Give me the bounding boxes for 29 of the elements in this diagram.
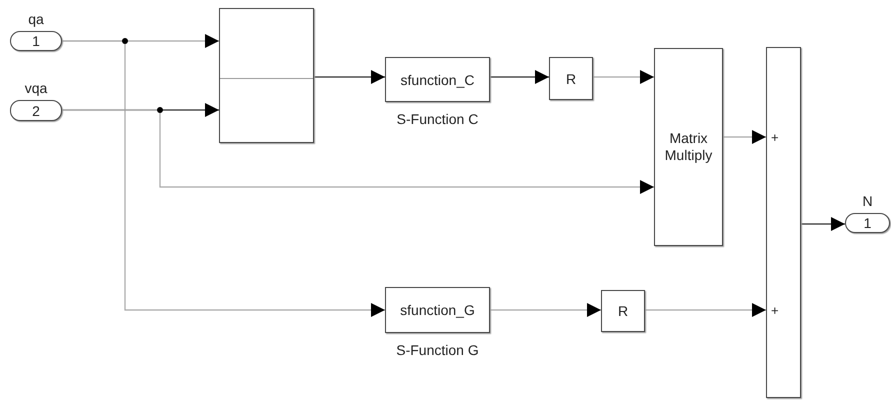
block-label: R bbox=[616, 303, 630, 319]
mux-block bbox=[219, 8, 314, 143]
port-name: N bbox=[862, 193, 873, 209]
port-name: vqa bbox=[24, 80, 48, 96]
block-caption: S-Function C bbox=[396, 111, 478, 127]
block-label: R bbox=[564, 70, 578, 86]
port-name: qa bbox=[28, 11, 44, 27]
matrix-multiply-block bbox=[654, 48, 723, 246]
block-label: 1 bbox=[862, 215, 872, 231]
signal-line bbox=[801, 217, 845, 231]
signal-line bbox=[723, 130, 766, 144]
block-label: sfunction_C bbox=[400, 72, 476, 88]
gain-block bbox=[549, 57, 593, 100]
signal-line bbox=[593, 70, 654, 84]
block-label: 1 bbox=[31, 33, 41, 49]
signal-line bbox=[645, 303, 766, 317]
port-sign: + bbox=[771, 303, 779, 318]
signal-line bbox=[314, 70, 385, 84]
signal-line bbox=[490, 70, 549, 84]
signal-line bbox=[62, 109, 654, 194]
block-label: sfunction_G bbox=[399, 302, 476, 318]
block-caption: S-Function G bbox=[396, 342, 479, 358]
sum-block bbox=[766, 47, 801, 398]
block-label: 2 bbox=[31, 102, 41, 118]
signal-line bbox=[490, 303, 601, 317]
block-label: Matrix Multiply bbox=[664, 130, 714, 164]
gain-block bbox=[601, 290, 645, 332]
port-sign: + bbox=[771, 130, 779, 145]
signal-line bbox=[62, 40, 385, 317]
